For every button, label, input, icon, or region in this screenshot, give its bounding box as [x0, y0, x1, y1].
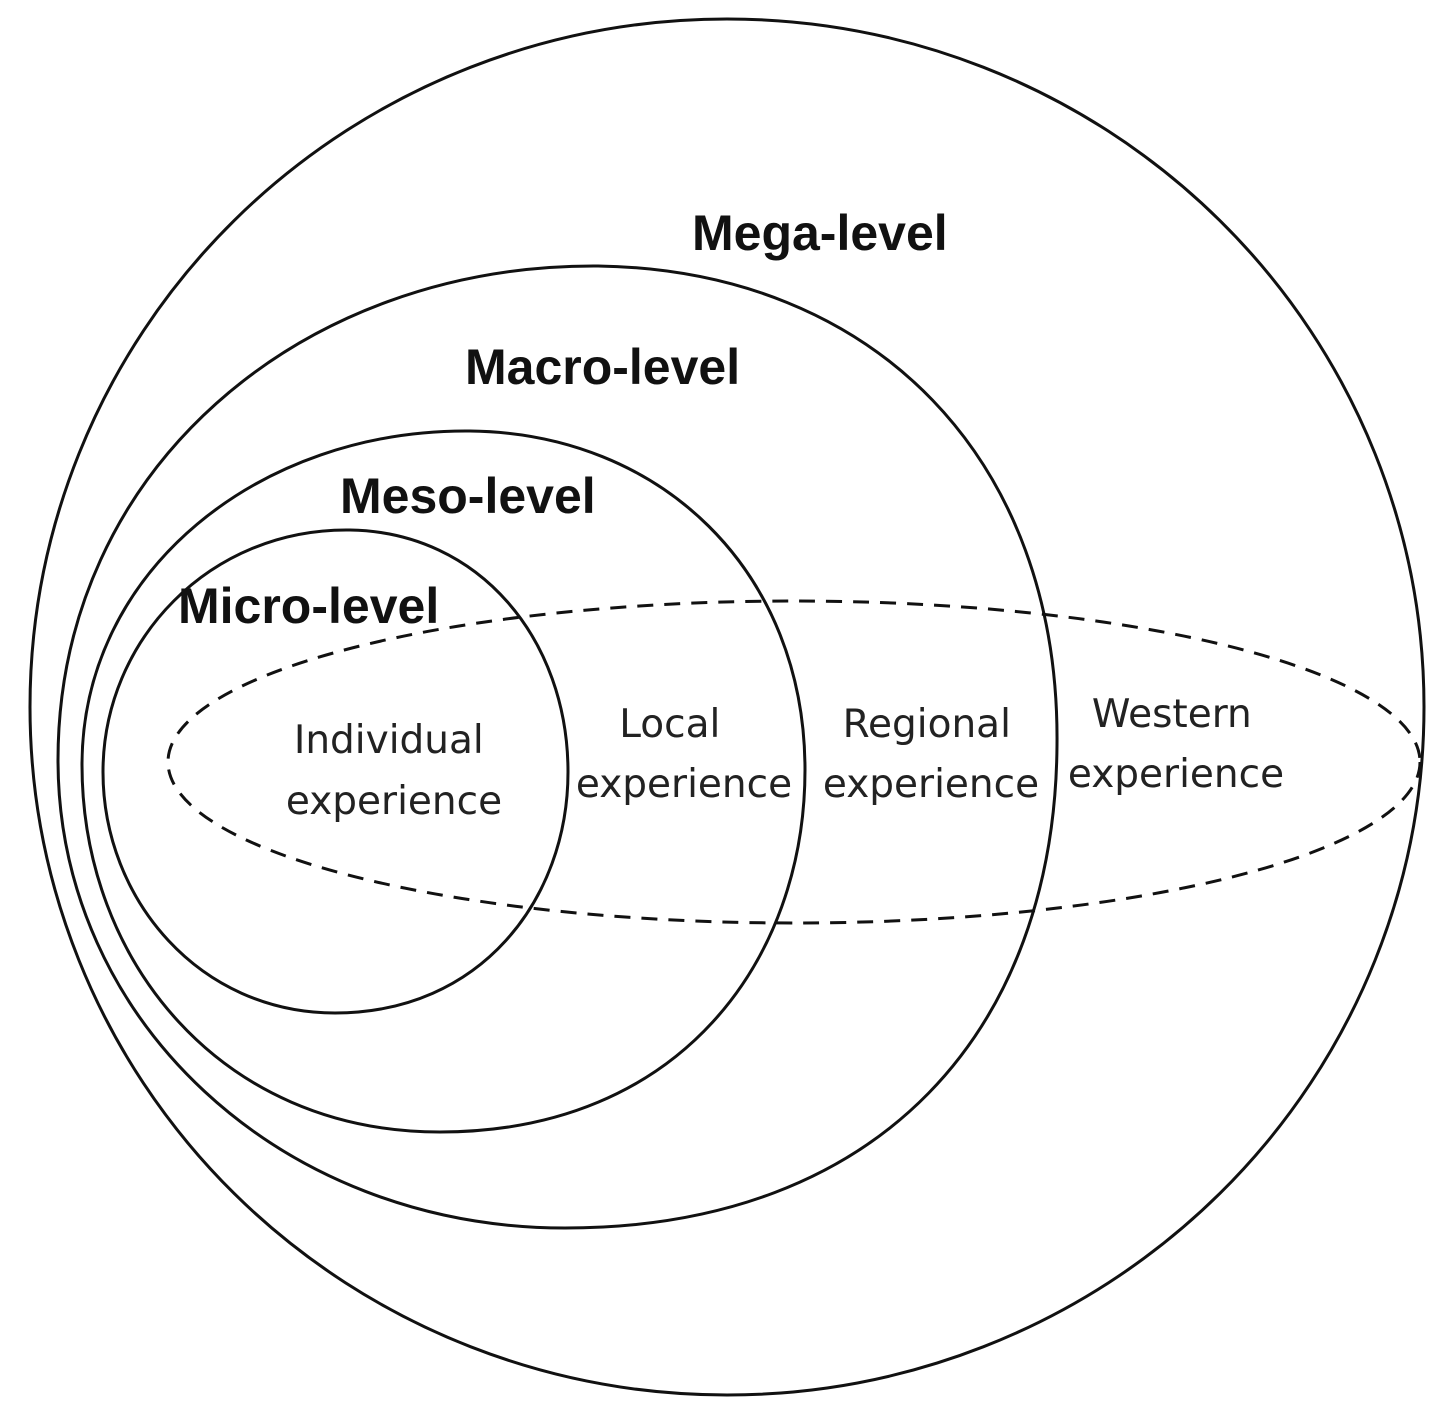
macro-level-ring — [56, 264, 1059, 1230]
macro-level-label: Macro-level — [465, 339, 740, 395]
experience-span-ellipse — [166, 599, 1422, 925]
local-experience-line-1: Local — [619, 702, 720, 747]
individual-experience-label: Individual experience — [286, 718, 502, 824]
regional-experience-label: Regional experience — [823, 702, 1039, 807]
mega-level-ring — [28, 17, 1426, 1397]
meso-level-label: Meso-level — [340, 468, 596, 524]
micro-level-label: Micro-level — [178, 578, 439, 634]
local-experience-label: Local experience — [576, 702, 792, 807]
meso-level-ring — [80, 429, 807, 1134]
western-experience-line-2: experience — [1068, 752, 1284, 797]
individual-experience-line-1: Individual — [294, 718, 484, 763]
western-experience-line-1: Western — [1092, 692, 1252, 737]
regional-experience-line-1: Regional — [843, 702, 1011, 747]
western-experience-label: Western experience — [1068, 692, 1284, 797]
individual-experience-line-2: experience — [286, 779, 502, 824]
micro-level-ring — [101, 528, 570, 1015]
local-experience-line-2: experience — [576, 762, 792, 807]
regional-experience-line-2: experience — [823, 762, 1039, 807]
mega-level-label: Mega-level — [692, 205, 948, 261]
